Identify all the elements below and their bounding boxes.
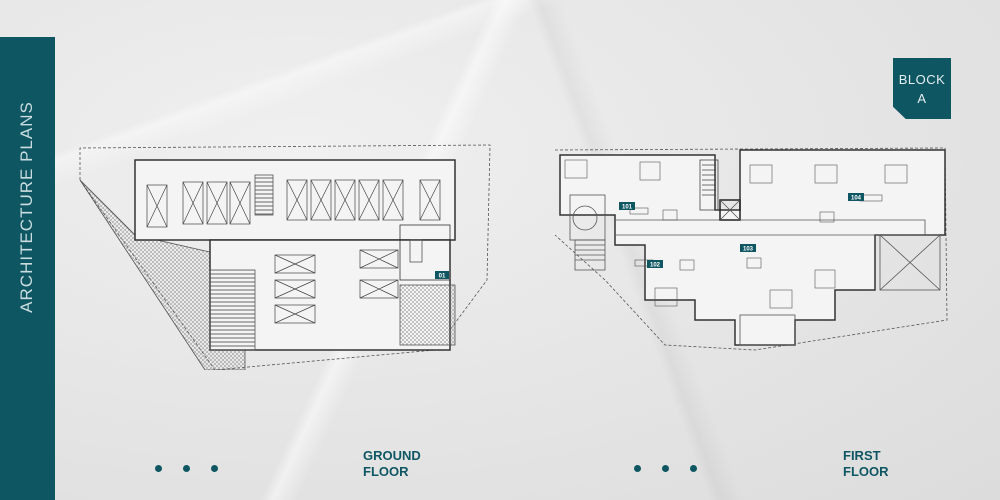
first-floor-plan: 101 102 103 104 bbox=[554, 147, 948, 351]
ground-floor-label-line2: FLOOR bbox=[363, 464, 409, 479]
ground-floor-label: GROUND FLOOR bbox=[363, 448, 421, 480]
block-badge-line1: BLOCK bbox=[898, 72, 946, 87]
ground-floor-label-line1: GROUND bbox=[363, 448, 421, 463]
dot bbox=[634, 465, 641, 472]
unit-tag bbox=[435, 271, 449, 279]
sidebar: ARCHITECTURE PLANS bbox=[0, 37, 55, 500]
dot bbox=[690, 465, 697, 472]
unit-label-104: 104 bbox=[851, 195, 862, 201]
unit-label-103: 103 bbox=[743, 246, 754, 252]
unit-label-101: 101 bbox=[622, 204, 633, 210]
sidebar-title: ARCHITECTURE PLANS bbox=[17, 101, 36, 313]
first-floor-label: FIRST FLOOR bbox=[843, 448, 889, 480]
ground-floor-plan: 01 bbox=[79, 144, 491, 370]
pagination-dots-ground bbox=[155, 465, 218, 472]
first-floor-label-line2: FLOOR bbox=[843, 464, 889, 479]
block-badge-line2: A bbox=[917, 91, 927, 106]
dot bbox=[155, 465, 162, 472]
unit-label-102: 102 bbox=[650, 262, 661, 268]
dot bbox=[183, 465, 190, 472]
pagination-dots-first bbox=[634, 465, 697, 472]
block-badge: BLOCK A bbox=[893, 58, 951, 119]
unit-label: 01 bbox=[439, 274, 446, 280]
first-floor-label-line1: FIRST bbox=[843, 448, 881, 463]
unit-tags: 101 102 103 104 bbox=[619, 193, 864, 268]
parking-bays bbox=[146, 179, 441, 324]
dot bbox=[662, 465, 669, 472]
furniture bbox=[564, 159, 908, 309]
dot bbox=[211, 465, 218, 472]
